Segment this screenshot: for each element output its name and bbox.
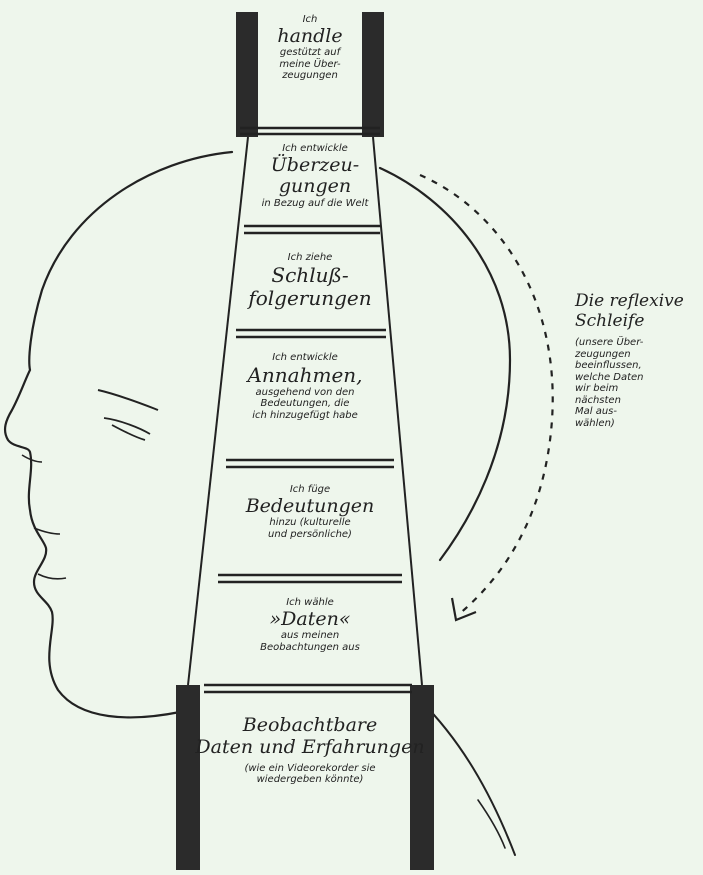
rung-1-line-5: zeugungen: [250, 70, 370, 82]
rung-4-line-4: Bedeutungen, die: [225, 398, 385, 410]
loop-note: (unsere Über- zeugungen beeinflussen, we…: [575, 337, 703, 429]
rung-5-line-3: hinzu (kulturelle: [235, 517, 385, 529]
rung-6-line-3: aus meinen: [235, 630, 385, 642]
rung-4-line-3: ausgehend von den: [225, 387, 385, 399]
rung-5-text: Ich füge Bedeutungen hinzu (kulturelle u…: [235, 484, 385, 540]
rung-4-line-1: Ich entwickle: [225, 352, 385, 364]
rung-1-line-2: handle: [250, 26, 370, 48]
rung-1-text: Ich handle gestützt auf meine Über- zeug…: [250, 14, 370, 82]
loop-note-line-3: beeinflussen,: [575, 360, 703, 372]
rung-5-line-2: Bedeutungen: [235, 496, 385, 518]
rung-5-line-1: Ich füge: [235, 484, 385, 496]
rung-1-line-1: Ich: [250, 14, 370, 26]
loop-note-line-1: (unsere Über-: [575, 337, 703, 349]
reflexive-loop-label: Die reflexive Schleife (unsere Über- zeu…: [575, 292, 703, 429]
rung-3-line-3: folgerungen: [240, 287, 380, 310]
loop-title-line-1: Die reflexive: [575, 292, 703, 312]
rung-1-line-3: gestützt auf: [250, 47, 370, 59]
rung-2-line-2: Überzeu-: [240, 155, 390, 177]
loop-note-line-4: welche Daten: [575, 372, 703, 384]
rung-6-line-2: »Daten«: [235, 609, 385, 631]
base-line-4: wiedergeben könnte): [180, 774, 440, 786]
rung-3-line-1: Ich ziehe: [240, 252, 380, 264]
loop-title-line-2: Schleife: [575, 312, 703, 332]
base-text: Beobachtbare Daten und Erfahrungen (wie …: [180, 715, 440, 786]
head-back-outline: [380, 168, 510, 560]
eye-mark: [104, 418, 150, 440]
rung-5-line-4: und persönliche): [235, 529, 385, 541]
reflexive-loop-arrow: [420, 175, 553, 615]
rung-2-line-3: gungen: [240, 176, 390, 198]
rung-2-line-1: Ich entwickle: [240, 143, 390, 155]
rung-1-line-4: meine Über-: [250, 59, 370, 71]
loop-note-line-2: zeugungen: [575, 349, 703, 361]
base-line-1: Beobachtbare: [180, 715, 440, 737]
rung-6-line-4: Beobachtungen aus: [235, 642, 385, 654]
rung-3-line-2: Schluß-: [240, 264, 380, 287]
rung-3-text: Ich ziehe Schluß- folgerungen: [240, 252, 380, 310]
base-line-3: (wie ein Videorekorder sie: [180, 763, 440, 775]
neck-outline-2: [478, 800, 505, 848]
rung-6-line-1: Ich wähle: [235, 597, 385, 609]
loop-note-line-6: nächsten: [575, 395, 703, 407]
rung-4-text: Ich entwickle Annahmen, ausgehend von de…: [225, 352, 385, 421]
loop-note-line-7: Mal aus-: [575, 406, 703, 418]
loop-note-line-5: wir beim: [575, 383, 703, 395]
rung-2-text: Ich entwickle Überzeu- gungen in Bezug a…: [240, 143, 390, 210]
rung-6-text: Ich wähle »Daten« aus meinen Beobachtung…: [235, 597, 385, 653]
rung-2-line-4: in Bezug auf die Welt: [240, 198, 390, 210]
head-profile-outline: [5, 152, 232, 717]
base-line-2: Daten und Erfahrungen: [180, 737, 440, 759]
eyebrow-mark: [98, 390, 158, 410]
rung-4-line-5: ich hinzugefügt habe: [225, 410, 385, 422]
loop-note-line-8: wählen): [575, 418, 703, 430]
rung-4-line-2: Annahmen,: [225, 364, 385, 387]
